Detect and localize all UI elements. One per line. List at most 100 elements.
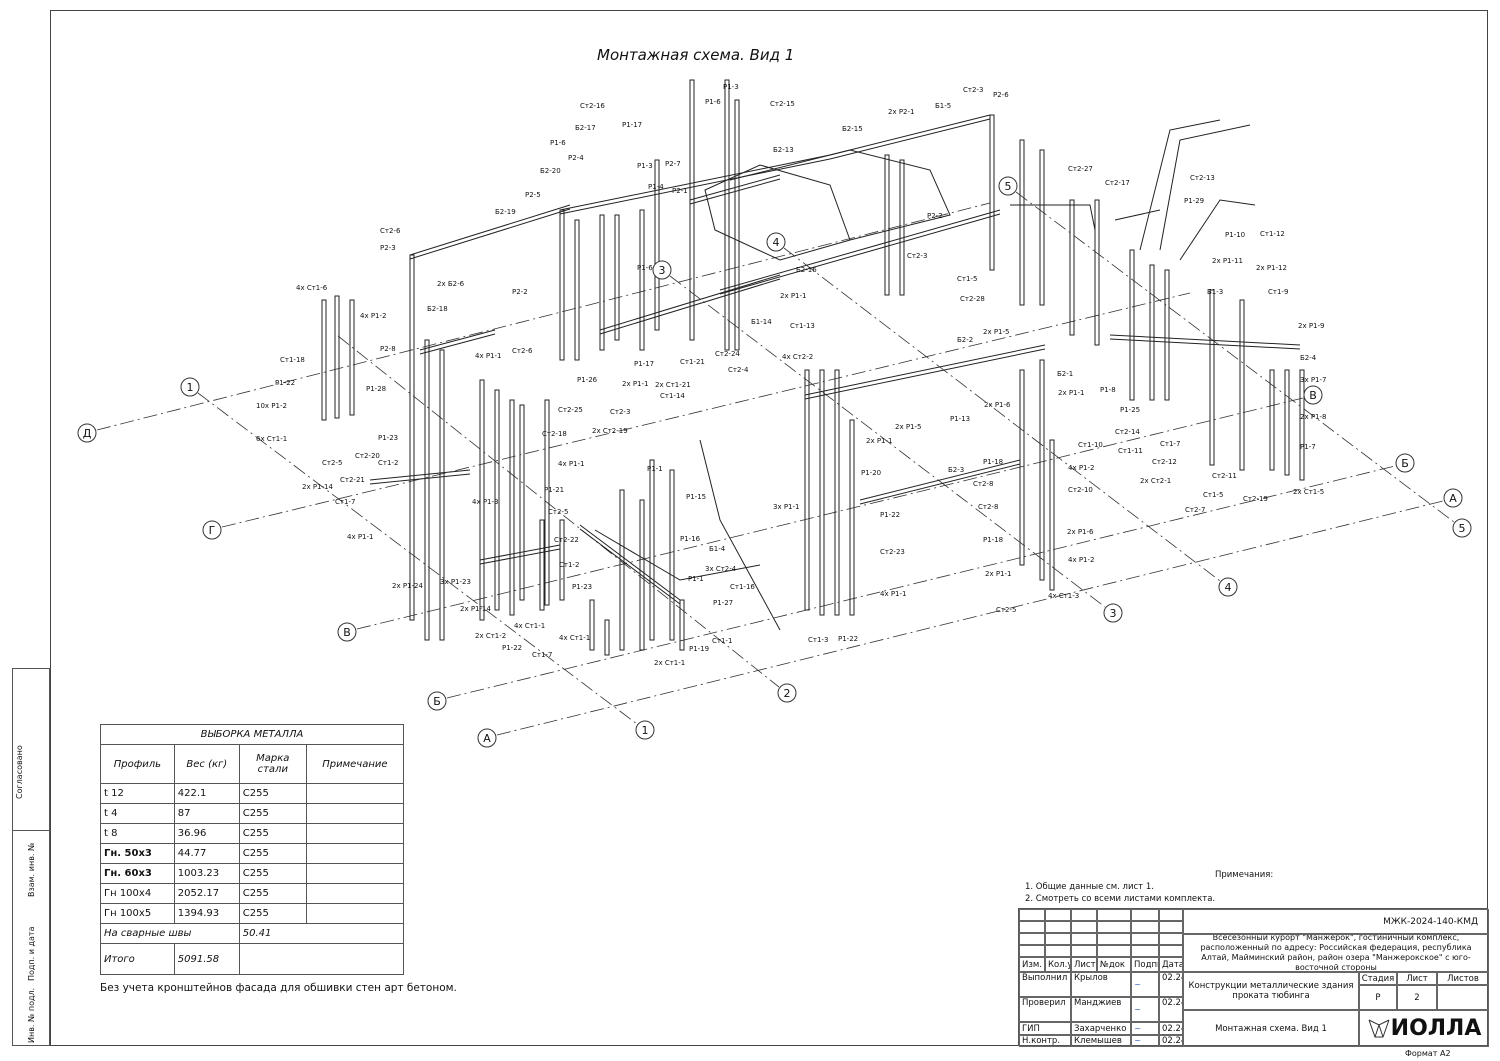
axis-letter: В	[343, 626, 351, 639]
project-description: Всесезонный курорт "Манжерок", гостиничн…	[1183, 934, 1489, 972]
member-label: 2х Р1-5	[895, 423, 921, 431]
steel-column	[724, 79, 730, 351]
curved-frame	[1010, 119, 1256, 261]
steel-column	[589, 599, 595, 651]
sheets-value	[1437, 985, 1489, 1010]
grid-axis-line	[197, 392, 638, 725]
member-label: Ст1-12	[1260, 230, 1285, 238]
axis-letter: Г	[209, 524, 216, 537]
column-header: Подпись	[1131, 957, 1159, 972]
axis-bubble: 5	[998, 176, 1018, 196]
member-label: Ст2-24	[715, 350, 740, 358]
member-label: Ст2-17	[1105, 179, 1130, 187]
steel-column	[604, 619, 610, 656]
grid-axis-line	[669, 275, 1106, 608]
table-cell: 1003.23	[173, 863, 240, 884]
member-label: 2х Р1-1	[1058, 389, 1084, 397]
member-label: Р1-22	[880, 511, 900, 519]
member-label: 4х Р1-1	[475, 352, 501, 360]
table-cell	[305, 903, 405, 924]
steel-beam	[409, 204, 571, 260]
member-label: Ст1-7	[532, 651, 552, 659]
member-label: Ст2-5	[548, 508, 568, 516]
member-label: Р2-1	[672, 187, 688, 195]
member-label: 2х Ст1-2	[475, 632, 506, 640]
revision-cell	[1159, 909, 1183, 921]
member-label: Ст2-8	[973, 480, 993, 488]
member-label: Б2-17	[575, 124, 596, 132]
table-cell: C255	[238, 843, 307, 864]
member-label: Ст2-5	[996, 606, 1016, 614]
header-note: Примечание	[305, 744, 405, 784]
revision-cell	[1071, 921, 1097, 933]
member-label: Б2-20	[540, 167, 561, 175]
member-label: Ст1-16	[730, 583, 755, 591]
axis-number: 5	[1005, 180, 1012, 193]
steel-column	[599, 214, 605, 351]
member-label: Р1-6	[637, 264, 653, 272]
table-cell: t 4	[100, 803, 175, 824]
revision-cell	[1159, 921, 1183, 933]
signer-role: ГИП	[1019, 1022, 1071, 1035]
table-title: ВЫБОРКА МЕТАЛЛА	[100, 724, 404, 745]
steel-column	[479, 379, 485, 621]
grid-axis-line	[221, 292, 1191, 528]
revision-cell	[1097, 945, 1131, 957]
table-cell	[305, 863, 405, 884]
member-label: Ст2-10	[1068, 486, 1093, 494]
member-label: Ст2-23	[880, 548, 905, 556]
grid-axis-line	[496, 500, 1444, 736]
member-label: Р1-7	[1300, 443, 1316, 451]
member-label: Р1-21	[544, 486, 564, 494]
member-label: 2х Р1-8	[1300, 413, 1326, 421]
member-label: Р1-25	[1120, 406, 1140, 414]
member-label: Ст1-5	[957, 275, 977, 283]
table-footnote: Без учета кронштейнов фасада для обшивки…	[100, 982, 457, 994]
axis-letter: В	[1309, 389, 1317, 402]
member-label: Ст2-16	[580, 102, 605, 110]
axis-bubble: А	[477, 728, 497, 748]
brace	[594, 439, 781, 631]
member-label: 2х Р1-24	[392, 582, 423, 590]
member-label: Б1-3	[1207, 288, 1223, 296]
roof-frame	[704, 149, 951, 261]
steel-column	[539, 519, 545, 611]
member-label: 2х Р1-14	[302, 483, 333, 491]
revision-cell	[1071, 945, 1097, 957]
steel-column	[734, 99, 740, 351]
member-label: 6х Ст1-1	[256, 435, 287, 443]
column-header: №док	[1097, 957, 1131, 972]
steel-column	[559, 209, 565, 361]
steel-beam	[689, 174, 781, 205]
revision-cell	[1045, 909, 1071, 921]
member-label: Ст2-28	[960, 295, 985, 303]
revision-cell	[1131, 921, 1159, 933]
drawing-title: Монтажная схема. Вид 1	[597, 46, 795, 64]
member-label: 4х Ст1-3	[1048, 592, 1079, 600]
steel-column	[1039, 359, 1045, 581]
column-header: Дата	[1159, 957, 1183, 972]
member-label: Ст2-20	[355, 452, 380, 460]
company-name: ИОЛЛА	[1390, 1016, 1482, 1041]
member-label: Ст2-5	[322, 459, 342, 467]
member-label: Ст2-6	[380, 227, 401, 235]
grid-axis-line	[1015, 191, 1455, 523]
member-label: Р1-8	[1100, 386, 1116, 394]
member-label: Ст1-1	[712, 637, 732, 645]
axis-letter: А	[483, 732, 491, 745]
stamp-orig-inv: Инв. № подл.	[27, 987, 36, 1043]
member-label: 3х Ст2-4	[705, 565, 737, 573]
axis-bubble: 4	[766, 232, 786, 252]
member-label: Ст1-3	[808, 636, 828, 644]
axis-number: 1	[642, 724, 649, 737]
steel-column	[321, 299, 327, 421]
steel-column	[654, 159, 660, 331]
note-item: 1. Общие данные см. лист 1.	[1025, 882, 1154, 892]
member-label: Ст2-25	[558, 406, 583, 414]
axis-number: 4	[1225, 581, 1232, 594]
revision-cell	[1071, 933, 1097, 945]
steel-column	[544, 399, 550, 606]
axis-bubble: А	[1443, 488, 1463, 508]
member-label: Ст1-13	[790, 322, 815, 330]
